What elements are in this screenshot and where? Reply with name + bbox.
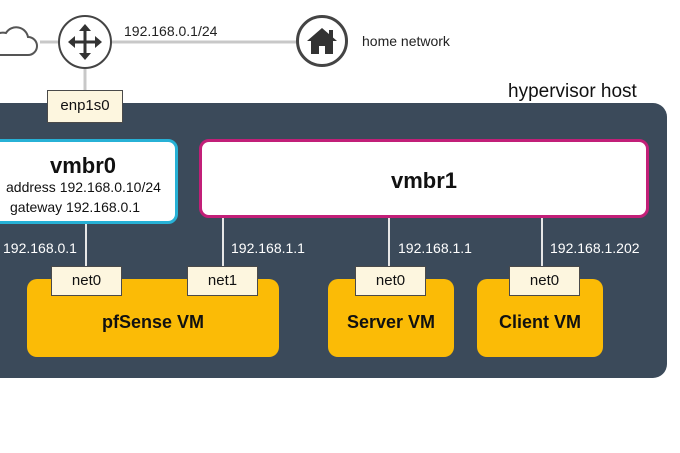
router-icon — [58, 15, 112, 69]
home-network-label: home network — [362, 33, 450, 49]
server-vm-name: Server VM — [346, 312, 436, 332]
vmbr1-title: vmbr1 — [390, 168, 458, 193]
bridge-vmbr0 — [0, 139, 178, 224]
pfsense-net0-ip: 192.168.0.1 — [3, 240, 77, 256]
bridge-vmbr1 — [199, 139, 649, 218]
pfsense-vm-name: pfSense VM — [101, 312, 205, 332]
vmbr0-title: vmbr0 — [50, 153, 117, 178]
client-vm-name: Client VM — [498, 312, 581, 332]
pfsense-port-net0: net0 — [51, 266, 122, 296]
client-ip: 192.168.1.202 — [550, 240, 640, 256]
uplink-port-enp1s0: enp1s0 — [47, 90, 123, 123]
server-port-net0: net0 — [355, 266, 426, 296]
wan-subnet-label: 192.168.0.1/24 — [124, 23, 218, 39]
cloud-icon — [0, 26, 38, 56]
client-port-net0: net0 — [509, 266, 580, 296]
pfsense-net1-ip: 192.168.1.1 — [231, 240, 305, 256]
vmbr0-gateway: gateway 192.168.0.1 — [10, 199, 140, 215]
vmbr0-address: address 192.168.0.10/24 — [6, 179, 161, 195]
home-icon — [296, 15, 348, 67]
hypervisor-host-label: hypervisor host — [508, 81, 637, 102]
pfsense-port-net1: net1 — [187, 266, 258, 296]
server-ip: 192.168.1.1 — [398, 240, 472, 256]
